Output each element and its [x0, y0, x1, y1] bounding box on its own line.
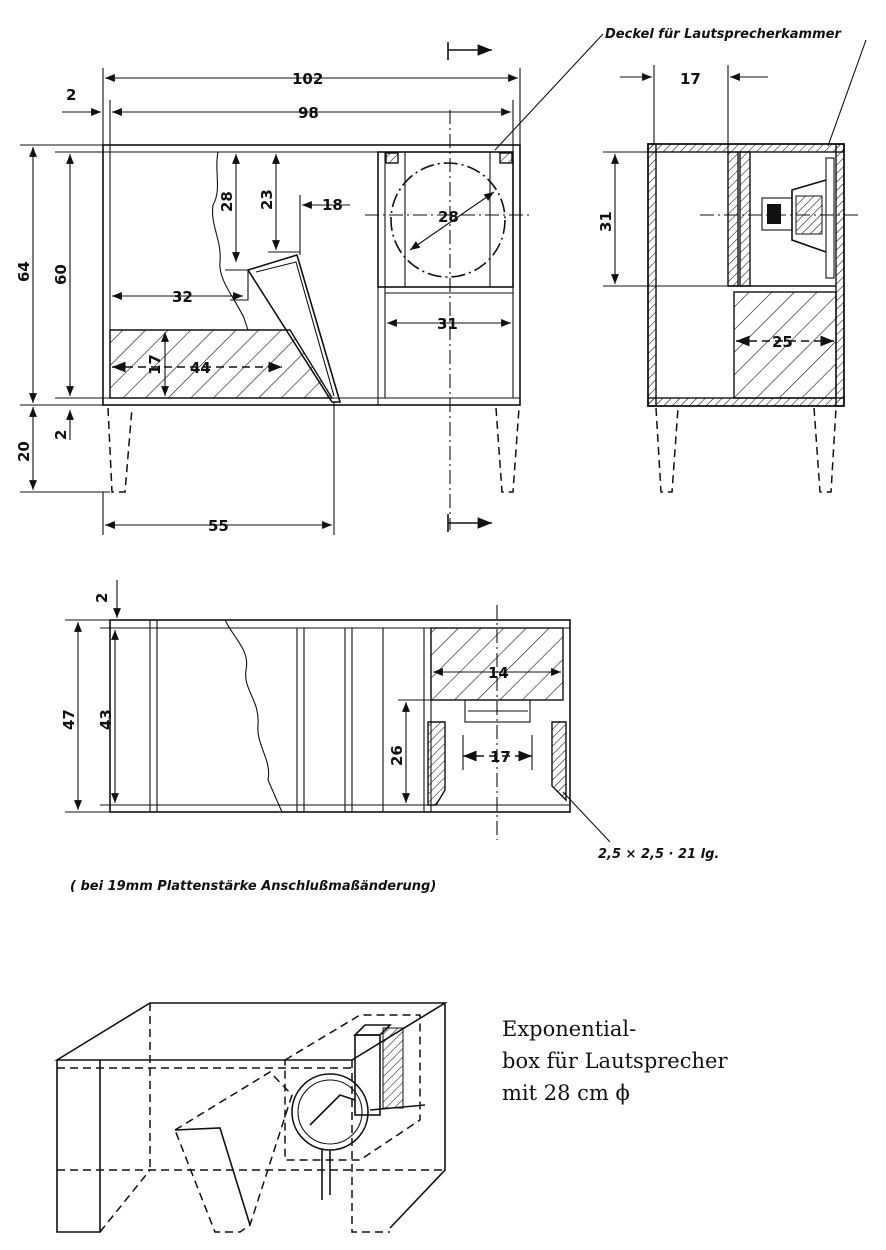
front-outer-box: [102, 144, 521, 406]
dim-25: 25: [772, 333, 793, 351]
dim-26: 26: [388, 745, 406, 766]
dim-55: 55: [208, 517, 229, 535]
dim-102: 102: [292, 70, 323, 88]
driver-circle: [390, 162, 506, 278]
dim-44: 44: [190, 359, 211, 377]
caption-line-1: Exponential-: [502, 1017, 636, 1041]
lid-label: Deckel für Lautsprecherkammer: [605, 27, 842, 42]
iso-right-face: [389, 1003, 446, 1229]
front-break-line: [211, 151, 249, 331]
side-wall-right: [835, 143, 845, 407]
iso-front-face: [56, 1060, 101, 1233]
side-chamber-wall: [727, 151, 739, 287]
thickness-note: ( bei 19mm Plattenstärke Anschlußmaßände…: [70, 879, 436, 894]
top-break-line: [224, 619, 283, 813]
dim-18: 18: [322, 196, 343, 214]
side-view: 17 31 25: [597, 39, 867, 493]
dim-47: 47: [60, 709, 78, 730]
dim-17-top: 17: [490, 748, 511, 766]
dim-64: 64: [15, 261, 33, 282]
dim-20: 20: [15, 441, 33, 462]
dim-31-side: 31: [597, 211, 615, 232]
dim-2-bottom: 2: [52, 430, 70, 440]
side-wall-left: [647, 143, 657, 407]
caption: Exponential- box für Lautsprecher mit 28…: [502, 1017, 728, 1105]
iso-horn-solid: [174, 1127, 251, 1226]
base-block-hatched: [109, 329, 334, 399]
side-wall-bottom: [647, 397, 845, 407]
dim-28-driver: 28: [438, 208, 459, 226]
iso-bottom-left: [99, 1169, 151, 1233]
side-wall-top: [647, 143, 845, 153]
dim-14: 14: [488, 664, 509, 682]
dim-28-horn: 28: [218, 191, 236, 212]
dim-17-side: 17: [680, 70, 701, 88]
front-leg-right: [495, 407, 520, 493]
corner-block-left: [385, 152, 399, 164]
isometric-view: [54, 1002, 448, 1233]
side-leg-right: [813, 407, 837, 493]
dim-60: 60: [52, 264, 70, 285]
horn-throat-block: [225, 269, 249, 301]
iso-horn: [174, 1071, 293, 1233]
dim-98: 98: [298, 104, 319, 122]
dim-23: 23: [258, 189, 276, 210]
dim-28-driver-line: [409, 191, 495, 251]
side-leg-left: [655, 407, 679, 493]
iso-driver: [291, 1073, 369, 1151]
dim-43: 43: [97, 709, 115, 730]
iso-block-top: [353, 1024, 392, 1036]
front-leg-left: [107, 407, 133, 493]
iso-block-hatch: [382, 1027, 404, 1109]
batten-leader: [562, 791, 611, 843]
iso-shelf: [369, 1104, 426, 1111]
top-outer-box: [109, 619, 571, 813]
side-chamber-wall-2: [739, 151, 751, 287]
iso-chamber: [284, 1014, 421, 1161]
top-left-batten: [427, 721, 446, 806]
speaker-profile: [700, 157, 860, 279]
lid-leader-2: [827, 39, 867, 147]
iso-driver-notch: [309, 1094, 356, 1126]
dim-2-wall: 2: [66, 86, 76, 104]
dim-2-top: 2: [93, 593, 111, 603]
front-view: 102 98 2 64 60 20 2 28 23 18 28: [15, 27, 842, 535]
iso-driver-inner: [297, 1079, 363, 1145]
dim-31: 31: [437, 315, 458, 333]
dim-32: 32: [172, 288, 193, 306]
caption-line-3: mit 28 cm ϕ: [502, 1081, 630, 1105]
dim-17-front: 17: [146, 354, 164, 375]
corner-block-right: [499, 152, 513, 164]
lid-leader-1: [494, 33, 604, 151]
batten-label: 2,5 × 2,5 · 21 lg.: [598, 847, 719, 862]
caption-line-2: box für Lautsprecher: [502, 1049, 728, 1073]
top-right-batten: [551, 721, 567, 802]
iso-front-right: [351, 1060, 390, 1233]
top-view: 2 47 43 14 17 26 2,5 × 2,5 · 21 lg. ( be…: [60, 580, 719, 894]
horn-panel-inner: [255, 261, 335, 397]
top-cross-batten: [464, 699, 531, 723]
